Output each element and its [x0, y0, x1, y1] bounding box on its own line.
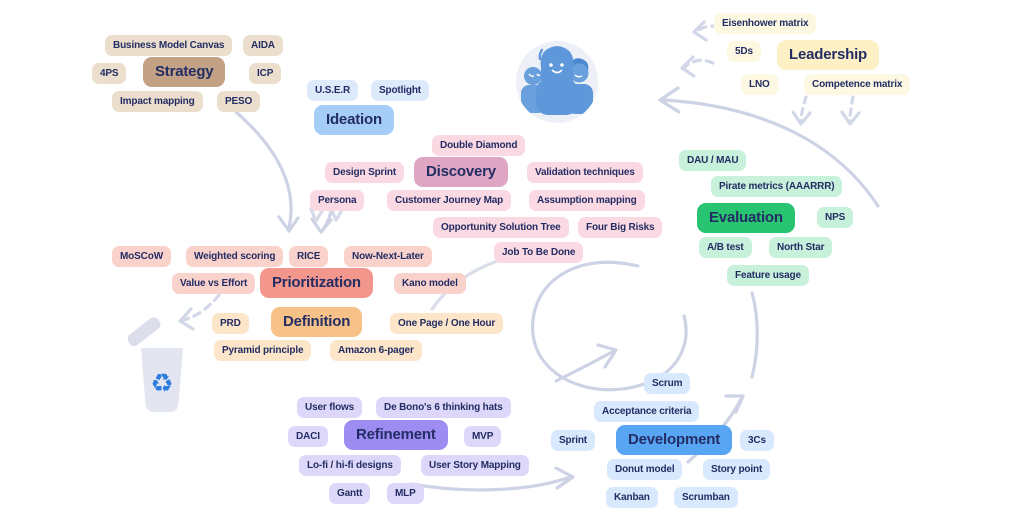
- node-scrumban: Scrumban: [674, 487, 738, 508]
- node-prd: PRD: [212, 313, 249, 334]
- node-4ps: 4PS: [92, 63, 127, 84]
- node-u-s-e-r: U.S.E.R: [307, 80, 359, 101]
- node-eisenhower-matrix: Eisenhower matrix: [714, 13, 817, 34]
- node-5ds: 5Ds: [727, 41, 761, 62]
- node-value-vs-effort: Value vs Effort: [172, 273, 256, 294]
- node-moscow: MoSCoW: [112, 246, 171, 267]
- node-rice: RICE: [289, 246, 329, 267]
- node-user-story-mapping: User Story Mapping: [421, 455, 529, 476]
- cluster-definition: Definition: [271, 307, 363, 337]
- node-dau-mau: DAU / MAU: [679, 150, 747, 171]
- node-competence-matrix: Competence matrix: [804, 74, 911, 95]
- node-a-b-test: A/B test: [699, 237, 752, 258]
- node-design-sprint: Design Sprint: [325, 162, 405, 183]
- node-de-bono-s-6-thinking-hats: De Bono's 6 thinking hats: [376, 397, 511, 418]
- node-pirate-metrics-aaarrr: Pirate metrics (AAARRR): [711, 176, 843, 197]
- cluster-refinement: Refinement: [344, 420, 448, 450]
- node-gantt: Gantt: [329, 483, 371, 504]
- node-double-diamond: Double Diamond: [432, 135, 526, 156]
- node-job-to-be-done: Job To Be Done: [494, 242, 584, 263]
- node-assumption-mapping: Assumption mapping: [529, 190, 645, 211]
- bin-body: [141, 348, 183, 412]
- person-center: [536, 46, 578, 115]
- node-aida: AIDA: [243, 35, 283, 56]
- node-peso: PESO: [217, 91, 261, 112]
- node-icp: ICP: [249, 63, 282, 84]
- node-four-big-risks: Four Big Risks: [578, 217, 663, 238]
- sparkle-mark: [538, 48, 544, 61]
- node-acceptance-criteria: Acceptance criteria: [594, 401, 700, 422]
- cluster-development: Development: [616, 425, 732, 455]
- node-spotlight: Spotlight: [371, 80, 429, 101]
- node-one-page-one-hour: One Page / One Hour: [390, 313, 504, 334]
- node-impact-mapping: Impact mapping: [112, 91, 203, 112]
- cluster-discovery: Discovery: [414, 157, 508, 187]
- node-3cs: 3Cs: [740, 430, 774, 451]
- node-weighted-scoring: Weighted scoring: [186, 246, 284, 267]
- node-user-flows: User flows: [297, 397, 363, 418]
- cluster-ideation: Ideation: [314, 105, 394, 135]
- node-daci: DACI: [288, 426, 328, 447]
- node-now-next-later: Now-Next-Later: [344, 246, 432, 267]
- node-nps: NPS: [817, 207, 854, 228]
- node-business-model-canvas: Business Model Canvas: [105, 35, 233, 56]
- node-story-point: Story point: [703, 459, 771, 480]
- recycle-bin-icon: ♻: [127, 300, 194, 420]
- bin-lid: [127, 317, 161, 347]
- cluster-prioritization: Prioritization: [260, 268, 373, 298]
- node-donut-model: Donut model: [607, 459, 683, 480]
- node-persona: Persona: [310, 190, 365, 211]
- node-amazon-6-pager: Amazon 6-pager: [330, 340, 422, 361]
- node-sprint: Sprint: [551, 430, 595, 451]
- node-lo-fi-hi-fi-designs: Lo-fi / hi-fi designs: [299, 455, 401, 476]
- node-validation-techniques: Validation techniques: [527, 162, 643, 183]
- node-lno: LNO: [741, 74, 778, 95]
- node-north-star: North Star: [769, 237, 833, 258]
- node-scrum: Scrum: [644, 373, 691, 394]
- node-opportunity-solution-tree: Opportunity Solution Tree: [433, 217, 569, 238]
- node-pyramid-principle: Pyramid principle: [214, 340, 312, 361]
- arrow-leadership-down-dashed: [791, 95, 861, 126]
- cluster-leadership: Leadership: [777, 40, 880, 70]
- node-customer-journey-map: Customer Journey Map: [387, 190, 512, 211]
- recycle-symbol: ♻: [150, 369, 173, 399]
- node-mlp: MLP: [387, 483, 424, 504]
- cluster-strategy: Strategy: [143, 57, 226, 87]
- team-collaboration-illustration: [513, 36, 601, 128]
- node-kanban: Kanban: [606, 487, 658, 508]
- node-kano-model: Kano model: [394, 273, 466, 294]
- node-feature-usage: Feature usage: [727, 265, 809, 286]
- cluster-evaluation: Evaluation: [697, 203, 795, 233]
- node-mvp: MVP: [464, 426, 502, 447]
